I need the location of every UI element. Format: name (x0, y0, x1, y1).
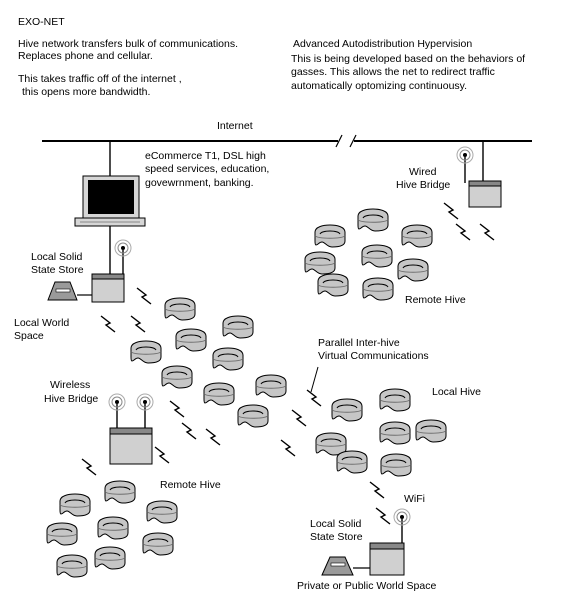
internet-line (42, 134, 532, 148)
intro-line-4: this opens more bandwidth. (22, 86, 151, 98)
local-hive-cells (315, 388, 447, 477)
wireless-hive-bridge-icon (108, 393, 154, 465)
hypervision-line-3: automatically optomizing continuousy. (291, 80, 468, 92)
parallel-label-2: Virtual Communications (318, 350, 429, 362)
local-store-label-1: Local Solid (31, 251, 83, 263)
wireless-bridge-label-2: Hive Bridge (44, 393, 99, 405)
private-store-label-2: State Store (310, 531, 363, 543)
wireless-link-bolts (81, 202, 495, 525)
intro-line-1: Hive network transfers bulk of communica… (18, 38, 239, 50)
local-world-label-2: Space (14, 330, 44, 342)
intro-line-3: This takes traffic off of the internet , (18, 73, 182, 85)
hypervision-line-1: This is being developed based on the beh… (291, 53, 526, 65)
private-store-label-1: Local Solid (310, 518, 362, 530)
hypervision-title: Advanced Autodistribution Hypervision (293, 38, 473, 50)
ecommerce-line-3: govewrnment, banking. (145, 177, 254, 189)
private-world-label: Private or Public World Space (297, 580, 437, 592)
local-world-label-1: Local World (14, 317, 70, 329)
parallel-label-1: Parallel Inter-hive (318, 337, 400, 349)
wired-hive-bridge-icon (456, 146, 502, 208)
private-solid-state-store-icon (321, 508, 411, 576)
internet-label: Internet (217, 120, 253, 132)
remote-hive-top-label: Remote Hive (405, 294, 466, 306)
wired-bridge-label-2: Hive Bridge (396, 179, 451, 191)
intro-line-2: Replaces phone and cellular. (18, 50, 153, 62)
remote-hive-bottom-label: Remote Hive (160, 479, 221, 491)
ecommerce-line-1: eCommerce T1, DSL high (145, 150, 266, 162)
parallel-pointer-line (310, 366, 319, 393)
wireless-bridge-label-1: Wireless (50, 379, 91, 391)
remote-hive-bottom-cells (46, 480, 178, 578)
ecommerce-line-2: speed services, education, (145, 163, 270, 175)
local-store-label-2: State Store (31, 264, 84, 276)
wired-bridge-label-1: Wired (409, 166, 437, 178)
computer-icon (74, 175, 146, 227)
local-solid-state-store-icon (47, 239, 132, 303)
local-world-hive-cells (130, 297, 287, 428)
diagram-title: EXO-NET (18, 16, 65, 28)
local-hive-label: Local Hive (432, 386, 482, 398)
remote-hive-top-cells (304, 208, 433, 301)
hypervision-line-2: gasses. This allows the net to redirect … (291, 66, 495, 78)
wifi-label: WiFi (404, 493, 425, 505)
